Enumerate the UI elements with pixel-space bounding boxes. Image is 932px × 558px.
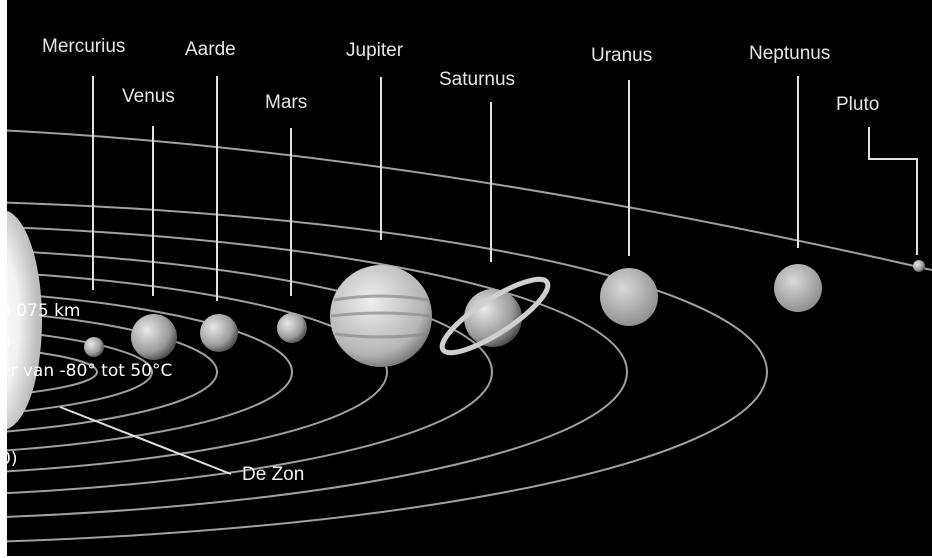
planet-pluto — [913, 260, 925, 272]
orbits — [7, 129, 932, 543]
label-de-zon: De Zon — [242, 464, 305, 485]
label-mercurius: Mercurius — [42, 36, 126, 57]
overlay-text-line-2: n — [0, 331, 11, 351]
orbit-jupiter — [7, 271, 388, 473]
planet-mars — [277, 313, 307, 343]
label-venus: Venus — [122, 86, 175, 107]
orbit-uranus — [7, 226, 628, 518]
planet-uranus — [600, 268, 658, 326]
planet-venus — [131, 314, 177, 360]
overlay-text-line-4: 0) — [0, 449, 18, 469]
label-neptunus: Neptunus — [749, 43, 831, 64]
orbit-neptunus — [7, 201, 768, 543]
sun — [7, 210, 42, 430]
orbit-saturnus — [7, 249, 493, 495]
planet-mercurius — [84, 337, 104, 357]
solar-system-drawing — [7, 76, 932, 543]
orbit-mars — [7, 292, 293, 452]
planet-jupiter — [330, 265, 432, 367]
planet-aarde — [200, 314, 238, 352]
label-uranus: Uranus — [591, 45, 653, 66]
overlay-text-line-1: 0 075 km — [0, 301, 81, 321]
orbit-venus — [7, 330, 153, 414]
orbit-mercurius — [7, 347, 98, 397]
planet-saturnus — [439, 276, 551, 356]
label-aarde: Aarde — [185, 39, 236, 60]
solar-system-image: Mercurius Venus Aarde Mars Jupiter Satur… — [7, 0, 932, 556]
overlay-text-line-3: er van -80° tot 50°C — [0, 361, 173, 381]
label-jupiter: Jupiter — [346, 40, 404, 61]
orbit-aarde — [7, 311, 218, 433]
label-saturnus: Saturnus — [439, 69, 516, 90]
label-pluto: Pluto — [836, 94, 880, 115]
planet-neptunus — [774, 264, 822, 312]
orbit-pluto — [7, 129, 932, 271]
label-mars: Mars — [265, 92, 308, 113]
leader-lines — [59, 76, 918, 475]
